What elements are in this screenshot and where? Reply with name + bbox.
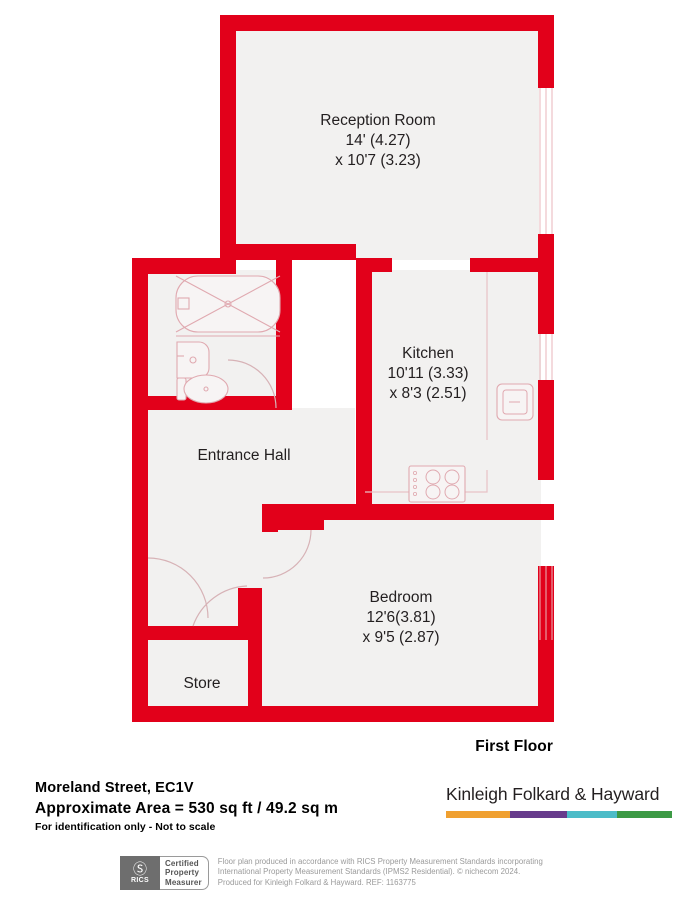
door-arc-entrance	[147, 557, 209, 619]
wall-right-mid	[538, 234, 554, 334]
wall-kitchen-bottom	[262, 504, 554, 520]
bathtub-cross-b	[175, 275, 281, 333]
wall-bathroom-right	[276, 258, 292, 408]
bedroom-dim-1: 12'6(3.81)	[366, 609, 435, 626]
kitchen-name: Kitchen	[402, 345, 454, 362]
wall-reception-bottom-right	[470, 258, 554, 272]
hob-burner-2	[444, 469, 460, 485]
hob-knob-1	[412, 470, 417, 475]
rics-monogram-icon: Ⓢ	[133, 860, 147, 877]
legal-line-2: International Property Measurement Stand…	[217, 867, 521, 877]
bathtub-plug	[224, 300, 232, 308]
door-swings	[147, 359, 312, 627]
rics-word: RICS	[131, 876, 149, 884]
wall-store-top-jamb	[132, 618, 148, 640]
store-name: Store	[183, 675, 220, 692]
sink-icon	[176, 341, 210, 379]
windows	[539, 88, 553, 640]
hob-knob-3	[412, 484, 417, 489]
footer: Moreland Street, EC1V Approximate Area =…	[0, 778, 691, 900]
reception-room-dim-1: 14' (4.27)	[346, 132, 411, 149]
wall-kitchen-top	[356, 258, 392, 272]
bedroom-dim-2: x 9'5 (2.87)	[362, 629, 439, 646]
floor-caption: First Floor	[475, 738, 553, 755]
kitchen-counter-bottom	[365, 470, 488, 493]
rics-logo-icon: Ⓢ RICS	[120, 856, 160, 890]
toilet-flush	[203, 386, 209, 392]
bedroom-name: Bedroom	[370, 589, 433, 606]
address-block: Moreland Street, EC1V Approximate Area =…	[35, 780, 435, 833]
bathroom-fixtures	[175, 275, 281, 404]
wall-right-bottom	[538, 640, 554, 720]
wall-bottom-outer	[132, 706, 554, 722]
kitchen-dim-1: 10'11 (3.33)	[387, 365, 468, 382]
floor-plan-drawing: Reception Room 14' (4.27) x 10'7 (3.23) …	[132, 15, 554, 722]
toilet-icon	[183, 374, 229, 404]
bathtub-tap	[177, 297, 190, 310]
wall-hall-bedroom-lintel	[262, 518, 324, 530]
wall-kitchen-left	[356, 258, 372, 518]
brand-name: Kinleigh Folkard & Hayward	[446, 784, 660, 804]
wall-reception-left	[220, 15, 236, 260]
wall-right-upper	[538, 15, 554, 88]
wall-reception-top	[220, 15, 554, 31]
rics-certification-text: Certified Property Measurer	[160, 856, 209, 890]
rics-badge: Ⓢ RICS Certified Property Measurer	[120, 856, 209, 890]
reception-room-floor	[236, 30, 539, 260]
wall-bathroom-top-left	[132, 258, 236, 274]
hob-icon	[408, 465, 466, 503]
store-floor	[140, 628, 262, 720]
legal-row: Ⓢ RICS Certified Property Measurer Floor…	[120, 856, 543, 890]
rics-line-1: Certified	[165, 858, 199, 868]
brand-bar-orange	[446, 811, 511, 818]
door-arc-store	[192, 585, 248, 627]
identification-note: For identification only - Not to scale	[35, 821, 216, 833]
hob-burner-4	[444, 484, 460, 500]
kitchen-fixtures	[365, 272, 534, 503]
wall-store-top	[132, 626, 248, 640]
wall-right-mid2	[538, 380, 554, 480]
hob-burner-1	[425, 469, 441, 485]
property-address: Moreland Street, EC1V	[35, 780, 194, 796]
room-labels: Reception Room 14' (4.27) x 10'7 (3.23) …	[183, 112, 468, 692]
brand-block: Kinleigh Folkard & Hayward	[446, 784, 674, 818]
sink-plug	[189, 356, 197, 364]
walls	[132, 15, 554, 722]
kitchen-sink-bowl	[502, 389, 528, 415]
bedroom-floor	[262, 518, 541, 720]
wall-reception-bottom-left	[236, 244, 356, 260]
entrance-hall-floor	[140, 408, 355, 518]
brand-bar-green	[616, 811, 672, 818]
wall-bedroom-left	[248, 588, 262, 720]
hob-knob-4	[412, 491, 417, 496]
wall-left-outer	[132, 258, 148, 720]
brand-color-bars	[446, 811, 672, 818]
brand-bar-purple	[510, 811, 567, 818]
legal-line-1: Floor plan produced in accordance with R…	[217, 857, 543, 866]
legal-text: Floor plan produced in accordance with R…	[218, 856, 543, 888]
kitchen-dim-2: x 8'3 (2.51)	[389, 385, 466, 402]
reception-room-name: Reception Room	[320, 112, 435, 129]
approximate-area: Approximate Area = 530 sq ft / 49.2 sq m	[35, 800, 339, 817]
legal-line-3: Produced for Kinleigh Folkard & Hayward.…	[217, 877, 416, 887]
hob-knob-2	[412, 477, 417, 482]
brand-bar-teal	[566, 811, 617, 818]
hob-burner-3	[425, 484, 441, 500]
door-arc-bathroom	[227, 359, 277, 409]
entrance-hall-name: Entrance Hall	[197, 447, 290, 464]
reception-room-dim-2: x 10'7 (3.23)	[335, 152, 421, 169]
rics-line-3: Measurer	[165, 877, 202, 887]
rics-line-2: Property	[165, 868, 200, 878]
door-arc-bedroom	[262, 529, 312, 579]
floor-plan-canvas: Reception Room 14' (4.27) x 10'7 (3.23) …	[132, 15, 554, 722]
